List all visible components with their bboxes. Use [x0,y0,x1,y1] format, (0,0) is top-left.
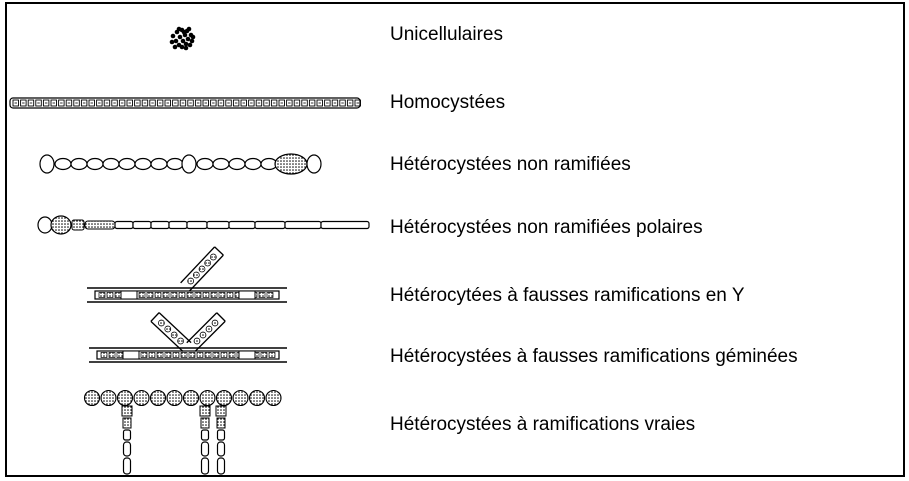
illustrations-column [7,4,377,475]
label-heterocystees: Hétérocystées non ramifiées [390,154,631,176]
label-vraies: Hétérocystées à ramifications vraies [390,414,695,436]
label-unicellulaires: Unicellulaires [390,24,503,46]
false-branching-paired-icon [89,313,287,362]
label-fausses-geminees: Hétérocystées à fausses ramifications gé… [390,346,798,368]
homocyst-filament-icon [10,98,361,108]
heterocyst-filament-icon [40,154,321,174]
label-homocystees: Homocystées [390,92,505,114]
label-heterocystees-polaires: Hétérocystées non ramifiées polaires [390,217,703,239]
polar-heterocyst-filament-icon [38,216,369,234]
label-fausses-y: Hétérocytées à fausses ramifications en … [390,285,745,307]
unicellular-cluster-icon [170,27,196,51]
classification-panel: Unicellulaires Homocystées Hétérocystées… [5,2,905,477]
false-branching-y-icon [87,247,287,302]
true-branching-icon [85,391,282,475]
